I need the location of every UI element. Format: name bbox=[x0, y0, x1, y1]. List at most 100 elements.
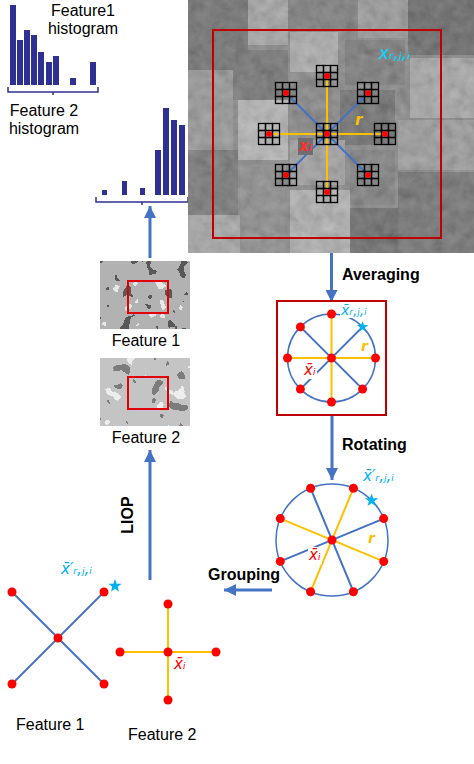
math-symbol: r bbox=[354, 112, 363, 129]
histogram-bracket bbox=[96, 197, 188, 205]
math-symbol: x̄′ᵣ,ⱼ,ᵢ bbox=[60, 561, 93, 578]
feature2-pattern bbox=[116, 600, 221, 705]
grouped-pattern: x̄′ᵣ,ⱼ,ᵢFeature 1 bbox=[4, 558, 114, 740]
rotated-pattern bbox=[276, 484, 388, 596]
sampling-lines bbox=[286, 93, 368, 175]
flow-arrow bbox=[331, 414, 334, 480]
window-box bbox=[213, 30, 441, 238]
window-box bbox=[128, 281, 168, 313]
pixel-grids bbox=[317, 124, 338, 145]
feature2-pattern bbox=[212, 648, 221, 657]
rotated-pattern bbox=[276, 514, 285, 523]
math-symbol: x̄ᵢ bbox=[308, 547, 322, 564]
averaged-pattern bbox=[283, 354, 292, 363]
averaged-pattern bbox=[296, 385, 305, 394]
averaged-pattern bbox=[283, 310, 380, 407]
flow-arrow bbox=[224, 589, 272, 592]
math-symbol: x̄ᵢ bbox=[303, 362, 317, 379]
averaged-pattern bbox=[357, 321, 368, 332]
averaged-pattern bbox=[327, 354, 336, 363]
rotated-pattern bbox=[276, 557, 285, 566]
averaging-box: x̄ᵣ,ⱼ,ᵢrx̄ᵢ bbox=[278, 302, 385, 414]
math-symbol: xᵣ,ⱼ,ᵢ bbox=[378, 44, 411, 64]
rotated-pattern bbox=[349, 587, 358, 596]
rotated-pattern bbox=[306, 587, 315, 596]
sampling-lines bbox=[286, 93, 368, 175]
rotated-pattern bbox=[379, 514, 388, 523]
rotated-pattern bbox=[276, 484, 388, 596]
window-box bbox=[128, 377, 168, 409]
histogram-bars bbox=[90, 62, 96, 85]
histogram-bars bbox=[155, 150, 161, 195]
histogram-bars bbox=[46, 62, 52, 85]
histogram-bars bbox=[163, 108, 169, 195]
math-symbol: xᵢ bbox=[298, 138, 313, 155]
rotated-pattern bbox=[328, 536, 337, 545]
satellite-image bbox=[188, 0, 474, 253]
math-symbol: x̄ᵣ,ⱼ,ᵢ bbox=[340, 302, 368, 318]
histogram-bars bbox=[70, 78, 76, 85]
feature1-pattern bbox=[8, 588, 17, 597]
histogram-bracket bbox=[8, 87, 98, 95]
pixel-grids bbox=[375, 124, 396, 145]
feature-map-image bbox=[100, 261, 190, 329]
feature1-pattern bbox=[12, 592, 104, 684]
feature1-pattern bbox=[54, 634, 63, 643]
satellite-image bbox=[188, 0, 474, 253]
rotated-pattern bbox=[276, 484, 388, 596]
histogram-bars bbox=[171, 120, 177, 195]
caption-text: Feature 2 bbox=[128, 726, 196, 744]
feature-map-image bbox=[100, 358, 190, 426]
pixel-grids bbox=[317, 182, 338, 203]
rotated-circle: x̄′ᵣ,ⱼ,ᵢrx̄ᵢ bbox=[272, 480, 392, 600]
pixel-grids bbox=[259, 66, 396, 203]
flow-arrow bbox=[149, 450, 152, 580]
feature2-pattern bbox=[116, 648, 125, 657]
averaged-pattern bbox=[371, 354, 380, 363]
caption-text: Feature1 histogram bbox=[44, 2, 122, 39]
averaged-pattern bbox=[327, 398, 336, 407]
histogram-bars bbox=[38, 52, 44, 85]
feature1-pattern bbox=[8, 579, 122, 689]
step-label: LIOP bbox=[119, 496, 137, 533]
feature2-pattern bbox=[164, 696, 173, 705]
math-symbol: x̄′ᵣ,ⱼ,ᵢ bbox=[362, 468, 395, 485]
histogram-bars bbox=[102, 190, 107, 195]
feature2-pattern bbox=[164, 600, 173, 609]
histogram-bars bbox=[140, 188, 145, 195]
satellite-image bbox=[188, 0, 474, 253]
pixel-grids bbox=[276, 83, 297, 104]
step-label: Grouping bbox=[208, 566, 280, 584]
step-label: Averaging bbox=[342, 266, 420, 284]
averaged-pattern bbox=[283, 310, 380, 407]
histogram-panel: Feature1 histogram bbox=[6, 0, 126, 96]
feature2-pattern bbox=[164, 648, 173, 657]
averaged-pattern bbox=[288, 314, 376, 402]
caption-text: Feature 1 bbox=[96, 332, 196, 350]
pixel-grids bbox=[358, 83, 379, 104]
averaged-pattern bbox=[300, 327, 362, 389]
feature1-pattern bbox=[8, 680, 17, 689]
caption-text: Feature 1 bbox=[16, 716, 84, 734]
feature1-pattern bbox=[100, 588, 109, 597]
averaged-pattern bbox=[296, 322, 305, 331]
pixel-grids bbox=[276, 165, 297, 186]
math-symbol: r bbox=[367, 530, 376, 546]
averaged-pattern bbox=[300, 327, 362, 389]
pixel-grids bbox=[259, 124, 280, 145]
flow-arrow bbox=[330, 253, 333, 302]
histogram-bars bbox=[31, 35, 37, 85]
grouped-pattern: x̄ᵢFeature 2 bbox=[114, 580, 224, 750]
histogram-bars bbox=[10, 5, 16, 85]
feature1-pattern bbox=[108, 579, 121, 592]
histogram-panel: Feature 2 histogram bbox=[0, 96, 192, 206]
flow-arrow bbox=[149, 206, 152, 258]
rotated-pattern bbox=[311, 488, 354, 591]
rotated-pattern bbox=[306, 484, 315, 493]
feature2-pattern bbox=[116, 600, 221, 705]
rotated-pattern bbox=[311, 488, 354, 591]
feature-map: Feature 1 bbox=[96, 258, 196, 354]
pixel-grids bbox=[358, 165, 379, 186]
math-symbol: x̄ᵢ bbox=[173, 656, 187, 673]
